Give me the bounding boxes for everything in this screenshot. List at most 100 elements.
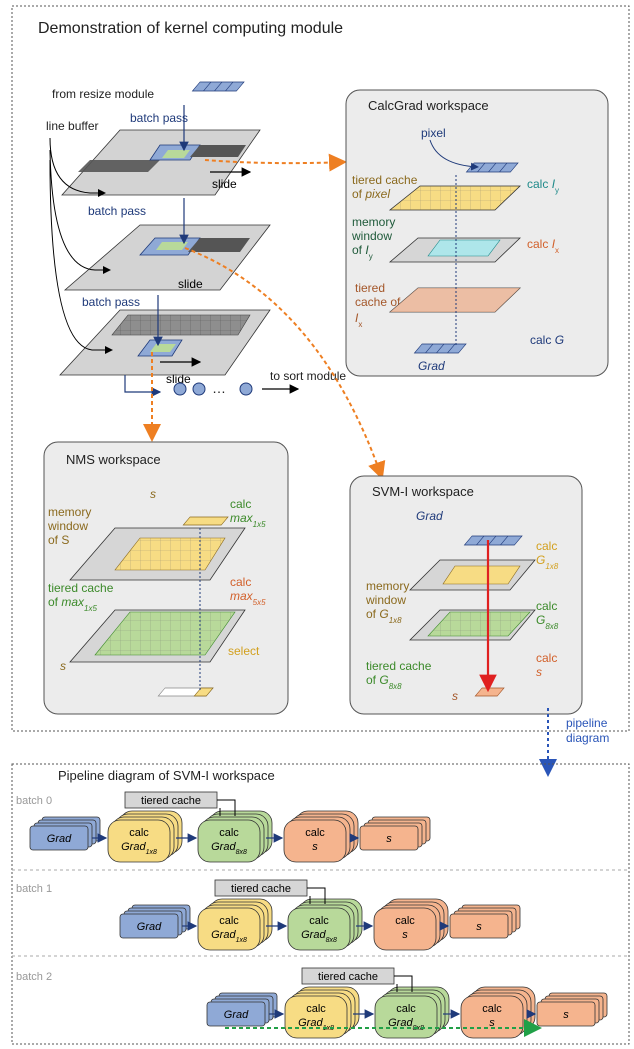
- batch-pass-label-2: batch pass: [88, 204, 146, 218]
- buffer-layer-2: [63, 224, 271, 291]
- nms-tiered-cache-label: tiered cache: [48, 581, 114, 595]
- cache-loop-1: [307, 887, 326, 904]
- s-output-label-2: s: [563, 1009, 569, 1021]
- calc-s-label-2: calc: [482, 1003, 502, 1015]
- svm-g1x8-window-cells: [442, 565, 521, 585]
- nms-of-s-label: of S: [48, 533, 69, 547]
- svm-calc-label-3: calc: [536, 651, 557, 665]
- calc-s-var-1: s: [402, 929, 408, 941]
- calc-grad8x8-stack-0: [197, 810, 273, 863]
- nms-of-max-label: of max1x5: [48, 595, 97, 613]
- calc-8x8-label-0: calc: [219, 827, 239, 839]
- calcgrad-calc-g: calc G: [530, 333, 564, 347]
- line-buffer-label: line buffer: [46, 119, 98, 133]
- from-resize-label: from resize module: [52, 87, 154, 101]
- calc-grad1x8-stack-1: [197, 898, 273, 951]
- calc-grad8x8-stack-1: [287, 898, 363, 951]
- nms-s-strip-bottom: [157, 687, 214, 697]
- svm-tiered-cache-label: tiered cache: [366, 659, 432, 673]
- calc-s-stack-1: [373, 898, 449, 951]
- nms-s-label-top: s: [150, 487, 156, 501]
- nms-calc-label-2: calc: [230, 575, 251, 589]
- batch-pass-label-1: batch pass: [130, 111, 188, 125]
- calc-8x8-label-2: calc: [396, 1003, 416, 1015]
- line-buffer-feed-1: [49, 137, 106, 197]
- pipeline-link-line2: diagram: [566, 731, 609, 745]
- link-to-svm: [184, 247, 386, 480]
- calcgrad-calc-iy: calc Iy: [527, 177, 559, 195]
- grad-stack-1: [119, 904, 191, 939]
- svm-s-label: s: [452, 689, 458, 703]
- calcgrad-ix-cache-cells: [390, 288, 520, 312]
- grad1x8-label-2: Grad1x8: [298, 1017, 334, 1032]
- buffer-layer-3: [59, 309, 271, 376]
- nms-s-strip-top: [182, 516, 229, 526]
- svm-calc-label-2: calc: [536, 599, 557, 613]
- calcgrad-tiered-cache-label: tiered cache: [352, 173, 418, 187]
- tiered-cache-label-2: tiered cache: [318, 971, 378, 983]
- svm-g8x8-calc-label: G8x8: [536, 613, 559, 631]
- output-dots-ellipsis: …: [212, 380, 226, 396]
- nms-calc-label-1: calc: [230, 497, 251, 511]
- s-output-stack-0: [359, 816, 431, 851]
- calcgrad-tiered-label: tiered: [355, 281, 385, 295]
- svm-of-g1x8-label: of G1x8: [366, 607, 402, 625]
- batch-label-0: batch 0: [16, 795, 52, 807]
- svm-of-g8x8-label: of G8x8: [366, 673, 402, 691]
- nms-memory-label: memory: [48, 505, 91, 519]
- cache-loop-2: [394, 975, 413, 992]
- grad8x8-label-0: Grad8x8: [211, 841, 247, 856]
- to-sort-label: to sort module: [270, 369, 346, 383]
- calc-s-label-1: calc: [395, 915, 415, 927]
- grad-label-0: Grad: [47, 833, 72, 845]
- svm-window-label: window: [365, 593, 406, 607]
- pixel-arrow: [429, 139, 479, 171]
- calc-1x8-label-0: calc: [129, 827, 149, 839]
- grad-stack-0: [29, 816, 101, 851]
- nms-max-1x5-label: max1x5: [230, 511, 266, 529]
- svm-g8x8-cache-grid: [428, 612, 530, 636]
- calcgrad-iy-window-cells: [427, 239, 501, 257]
- s-output-label-1: s: [476, 921, 482, 933]
- calcgrad-grad-label: Grad: [418, 359, 445, 373]
- batch-label-1: batch 1: [16, 883, 52, 895]
- svm-grad-strip: [463, 535, 523, 546]
- calcgrad-title: CalcGrad workspace: [368, 98, 489, 113]
- calcgrad-calc-ix: calc Ix: [527, 237, 559, 255]
- output-dot-3: [239, 382, 253, 396]
- slide-label-3: slide: [166, 372, 191, 386]
- calcgrad-pixel-label: pixel: [421, 126, 446, 140]
- top-panel-frame: [11, 5, 630, 732]
- calcgrad-grad-strip: [413, 343, 467, 354]
- pipeline-title: Pipeline diagram of SVM-I workspace: [58, 768, 275, 783]
- grad8x8-label-1: Grad8x8: [301, 929, 337, 944]
- s-output-stack-1: [449, 904, 521, 939]
- grad-stack-2: [206, 992, 278, 1027]
- svm-calc-label-1: calc: [536, 539, 557, 553]
- calcgrad-ix-label: Ix: [355, 311, 362, 329]
- calc-1x8-label-2: calc: [306, 1003, 326, 1015]
- svm-grad-label: Grad: [416, 509, 443, 523]
- grad-label-1: Grad: [137, 921, 162, 933]
- calcgrad-of-pixel-label: of pixel: [352, 187, 390, 201]
- calc-8x8-label-1: calc: [309, 915, 329, 927]
- batch-pass-label-3: batch pass: [82, 295, 140, 309]
- calc-s-var-2: s: [489, 1017, 495, 1029]
- nms-select-label: select: [228, 644, 260, 658]
- batch-label-2: batch 2: [16, 971, 52, 983]
- calc-s-var-0: s: [312, 841, 318, 853]
- svm-title: SVM-I workspace: [372, 484, 474, 499]
- nms-window-label: window: [47, 519, 88, 533]
- cache-loop-0: [217, 799, 236, 816]
- line-buffer-feed-3: [49, 159, 113, 354]
- calcgrad-cache-of-label: cache of: [355, 295, 401, 309]
- calc-grad1x8-stack-0: [107, 810, 183, 863]
- nms-s-label-bottom: s: [60, 659, 66, 673]
- s-output-label-0: s: [386, 833, 392, 845]
- calcgrad-pixel-cache-grid: [390, 186, 520, 210]
- calcgrad-of-iy-label: of Iy: [352, 243, 373, 261]
- calc-s-label-0: calc: [305, 827, 325, 839]
- output-dot-2: [192, 382, 206, 396]
- buffer-layer-1: [61, 129, 261, 196]
